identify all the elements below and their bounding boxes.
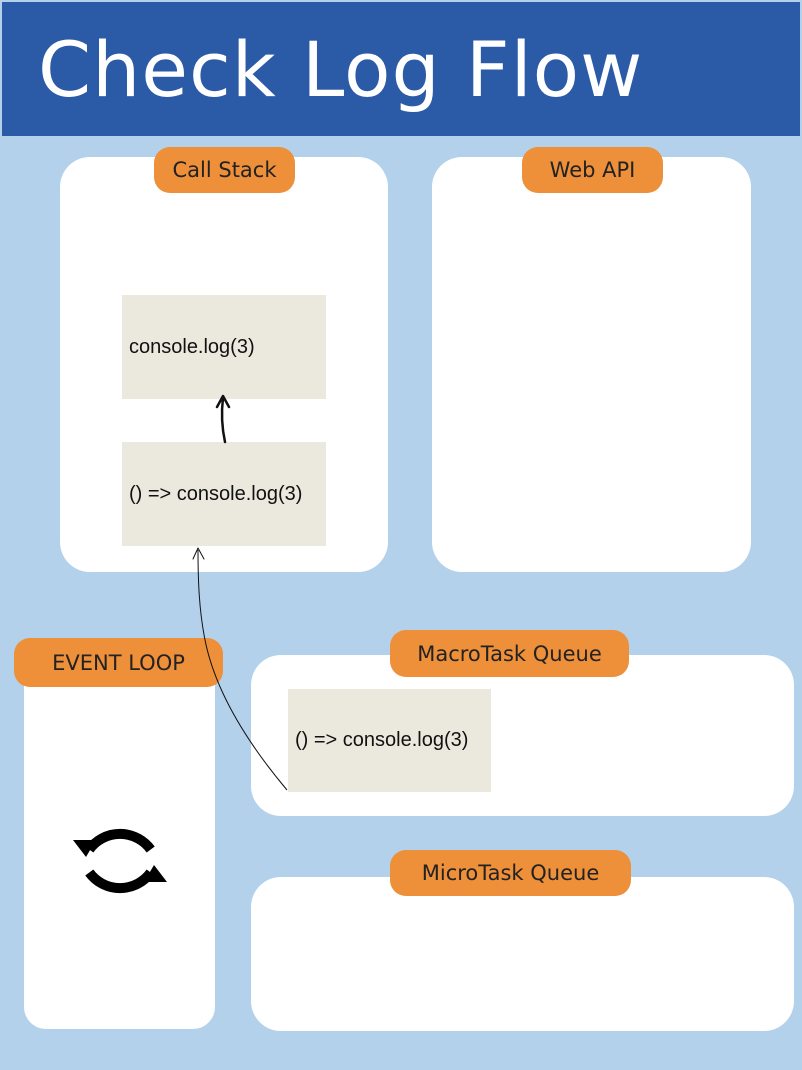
event-loop-label: EVENT LOOP <box>14 638 223 687</box>
microtask-queue-panel <box>251 877 794 1031</box>
macrotask-card-arrow-function: () => console.log(3) <box>288 689 491 792</box>
stack-push-arrow <box>215 394 231 444</box>
call-stack-card-console-log: console.log(3) <box>122 295 326 399</box>
event-loop-panel <box>24 661 215 1029</box>
macrotask-to-callstack-arrow <box>192 547 288 791</box>
call-stack-card-arrow-function: () => console.log(3) <box>122 442 326 546</box>
macrotask-queue-label: MacroTask Queue <box>390 630 629 677</box>
call-stack-label: Call Stack <box>154 147 295 193</box>
header-banner: Check Log Flow <box>2 2 800 136</box>
page-title: Check Log Flow <box>38 25 644 114</box>
refresh-cycle-icon <box>73 828 167 894</box>
web-api-panel <box>432 157 751 572</box>
microtask-queue-label: MicroTask Queue <box>390 850 631 896</box>
web-api-label: Web API <box>522 147 663 193</box>
